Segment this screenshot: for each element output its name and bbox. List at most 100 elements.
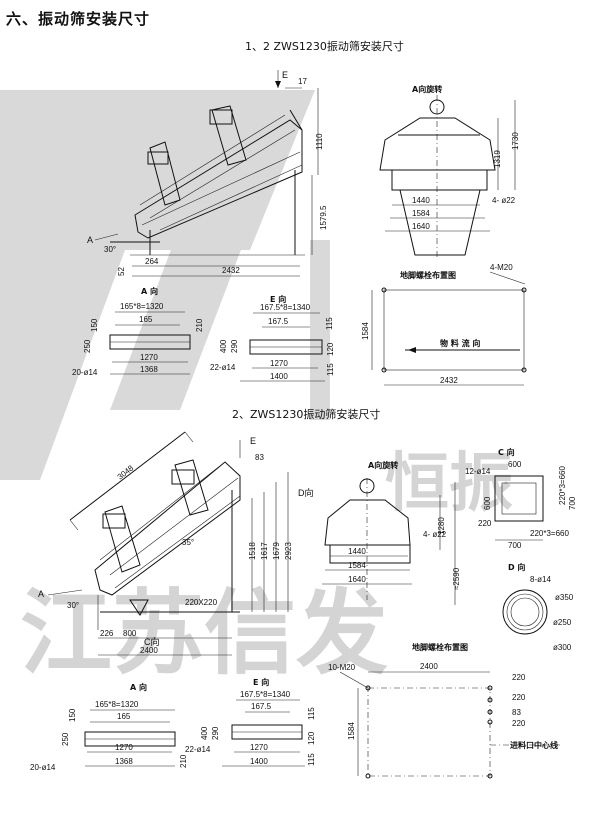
diagram2-C-view: C 向 12-ø14 600 220*3=660 600 700 220 700…	[465, 447, 577, 550]
d1-E-holes: 22-ø14	[210, 363, 236, 372]
diagram2-D-view: D 向 8-ø14 ø350 ø250 ø300	[502, 562, 574, 652]
d2-E-dim-115b: 115	[307, 753, 316, 766]
d2-D-dim-250: ø250	[553, 618, 572, 627]
d2-E-label: E	[250, 436, 256, 446]
d2-plan-bolts: 10-M20	[328, 663, 356, 672]
d1-A-dim-165: 165	[139, 315, 153, 324]
diagram1-front-view: A向旋转 1319 1730 1440 1584 1640 4- ø22	[379, 84, 520, 260]
d1-E-dim-115b: 115	[326, 363, 335, 376]
diagram1-side-view: E 17 1110 1579.5 A 30° 52 264 2432	[87, 70, 328, 277]
d2-dim-1679: 1679	[272, 542, 281, 560]
diagram2-E-view: E 向 167.5*8=1340 167.5 115 400 290 120 1…	[185, 677, 316, 767]
d2-E-holes: 22-ø14	[185, 745, 211, 754]
d2-plan-220a: 220	[512, 673, 526, 682]
d2-D-title: D 向	[508, 562, 525, 572]
d1-front-title: A向旋转	[412, 84, 442, 94]
d2-plan-2400: 2400	[420, 662, 438, 671]
d1-A-dim-210: 210	[195, 318, 204, 332]
d2-A-title: A 向	[130, 682, 147, 692]
diagram2-bolt-plan: 地脚螺栓布置图 2400 10-M20 220 220 83 220 1584 …	[328, 642, 560, 779]
d2-E-dim-1270: 1270	[250, 743, 268, 752]
d1-plan-2432: 2432	[440, 376, 458, 385]
d2-dim-800: 800	[123, 629, 137, 638]
d2-D-dim-350: ø350	[555, 593, 574, 602]
d1-dim-1110: 1110	[315, 133, 324, 150]
diagram1-E-view: E 向 167.5*8=1340 167.5 115 400 290 120 1…	[210, 294, 335, 382]
d2-plan-1584: 1584	[347, 722, 356, 740]
d1-dim-17: 17	[298, 77, 307, 86]
d1-E-dim-120: 120	[326, 342, 335, 356]
d2-plan-220b: 220	[512, 693, 526, 702]
d2-dim-1617: 1617	[260, 542, 269, 560]
d1-plan-flow: 物 料 流 向	[440, 338, 480, 348]
d2-dim-1640: 1640	[348, 575, 366, 584]
d2-plan-title: 地脚螺栓布置图	[412, 642, 468, 652]
d2-angle-30: 30°	[67, 601, 79, 610]
d1-A-title: A 向	[141, 286, 158, 296]
d1-A-holes: 20-ø14	[72, 368, 98, 377]
d1-dim-2432: 2432	[222, 266, 240, 275]
diagram1-A-view: A 向 165*8=1320 165 150 210 250 1270 1368…	[72, 286, 204, 377]
section1-title: 1、2 ZWS1230振动筛安装尺寸	[245, 39, 404, 53]
d2-E-dim-120: 120	[307, 731, 316, 745]
diagram2-front-view: A向旋转 1280 ≈2590 4- ø22 1440 1584 1640	[322, 460, 461, 605]
d2-C-view: C向	[144, 636, 160, 647]
watermark-top-text: 恒振	[385, 447, 513, 521]
d2-dim-1584: 1584	[348, 561, 366, 570]
d2-C-dim-220: 220	[478, 519, 492, 528]
d1-plan-bolts: 4-M20	[490, 263, 513, 272]
d2-C-dim-660: 220*3=660	[558, 466, 567, 505]
d1-angle-30: 30°	[104, 245, 116, 254]
section2-title: 2、ZWS1230振动筛安装尺寸	[232, 407, 380, 421]
d1-E-dim-290: 290	[230, 339, 239, 353]
d1-dim-1579: 1579.5	[319, 205, 328, 230]
d2-dim-220x220: 220X220	[185, 598, 218, 607]
d1-E-dim-1270: 1270	[270, 359, 288, 368]
d2-D-holes: 8-ø14	[530, 575, 551, 584]
diagram1-bolt-plan: 地脚螺栓布置图 4-M20 物 料 流 向 1584 2432	[361, 263, 527, 386]
page-heading: 六、振动筛安装尺寸	[6, 10, 151, 28]
d2-C-dim-700: 700	[508, 541, 522, 550]
d2-C-dim-660b: 220*3=660	[530, 529, 569, 538]
d2-E-dim-1675: 167.5	[251, 702, 272, 711]
d1-A-dim-150: 150	[90, 318, 99, 332]
d2-E-dim-400: 400	[200, 726, 209, 740]
d2-C-holes: 12-ø14	[465, 467, 491, 476]
d1-plan-title: 地脚螺栓布置图	[400, 270, 456, 280]
d2-front-title: A向旋转	[368, 460, 398, 470]
d1-E-dim-115: 115	[325, 317, 334, 330]
d1-dim-52: 52	[117, 267, 126, 276]
d2-A-dim-1320: 165*8=1320	[95, 700, 139, 709]
d2-bolt-holes: 4- ø22	[423, 530, 447, 539]
d1-E-label: E	[282, 70, 288, 80]
d1-A-dim-250: 250	[83, 339, 92, 353]
d2-dim-3048: 3048	[116, 463, 136, 481]
d2-C-dim-600v: 600	[483, 496, 492, 510]
d1-plan-1584: 1584	[361, 322, 370, 340]
d2-dim-2400: 2400	[140, 646, 158, 655]
d2-dim-83: 83	[255, 453, 264, 462]
d1-dim-1319: 1319	[493, 150, 502, 168]
d2-E-dim-115: 115	[307, 707, 316, 720]
d1-E-dim-1675: 167.5	[268, 317, 289, 326]
d1-dim-264: 264	[145, 257, 159, 266]
d2-A-dim-150: 150	[68, 708, 77, 722]
d2-E-dim-1400: 1400	[250, 757, 268, 766]
d1-dim-1730: 1730	[511, 132, 520, 150]
d2-D-dim-300: ø300	[553, 643, 572, 652]
d1-A-label: A	[87, 235, 93, 245]
d2-A-dim-165: 165	[117, 712, 131, 721]
d2-plan-inlet: 进料口中心线	[510, 740, 558, 750]
watermark-bottom-text: 江苏信发	[20, 580, 388, 687]
d2-dim-226: 226	[100, 629, 114, 638]
d2-dim-2590: ≈2590	[452, 567, 461, 590]
d1-A-dim-1270: 1270	[140, 353, 158, 362]
watermark: 恒振 江苏信发	[0, 90, 513, 687]
d2-A-label: A	[38, 589, 44, 599]
d2-dim-1440: 1440	[348, 547, 366, 556]
d1-dim-1584: 1584	[412, 209, 430, 218]
d2-A-holes: 20-ø14	[30, 763, 56, 772]
d2-C-title: C 向	[498, 447, 515, 457]
d1-bolt-holes: 4- ø22	[492, 196, 516, 205]
